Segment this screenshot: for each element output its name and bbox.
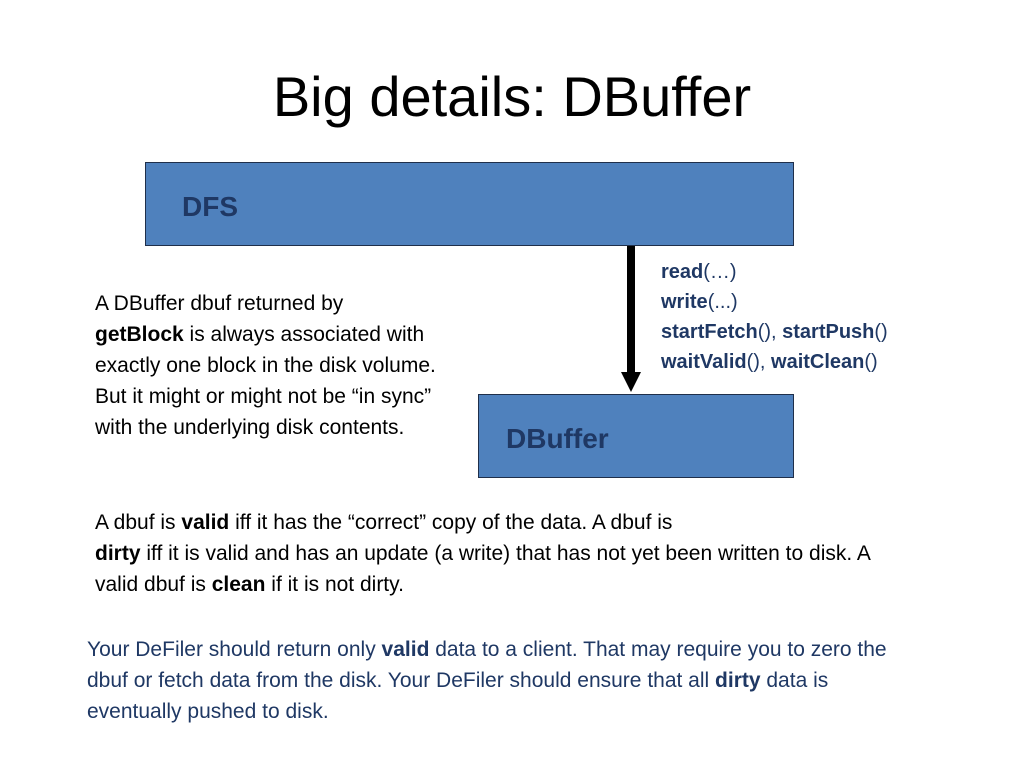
down-arrow-shaft [627, 246, 635, 374]
api-list: read(…) write(...) startFetch(), startPush… [661, 257, 888, 377]
dbuffer-box: DBuffer [478, 394, 794, 478]
valid-dirty-paragraph: A dbuf is valid iff it has the “correct”… [95, 511, 870, 596]
api-line: waitValid(), waitClean() [661, 351, 878, 373]
api-line: read(…) [661, 261, 737, 283]
dbuffer-label: DBuffer [506, 423, 609, 454]
api-line: write(...) [661, 291, 738, 313]
dfs-box: DFS [145, 162, 794, 246]
slide-title: Big details: DBuffer [272, 65, 752, 128]
defiler-requirement-paragraph: Your DeFiler should return only valid da… [87, 638, 887, 723]
down-arrow-head [621, 372, 641, 392]
dbuffer-association-paragraph: A DBuffer dbuf returned by getBlock is a… [95, 292, 436, 439]
dfs-label: DFS [182, 191, 238, 222]
api-line: startFetch(), startPush() [661, 321, 888, 343]
